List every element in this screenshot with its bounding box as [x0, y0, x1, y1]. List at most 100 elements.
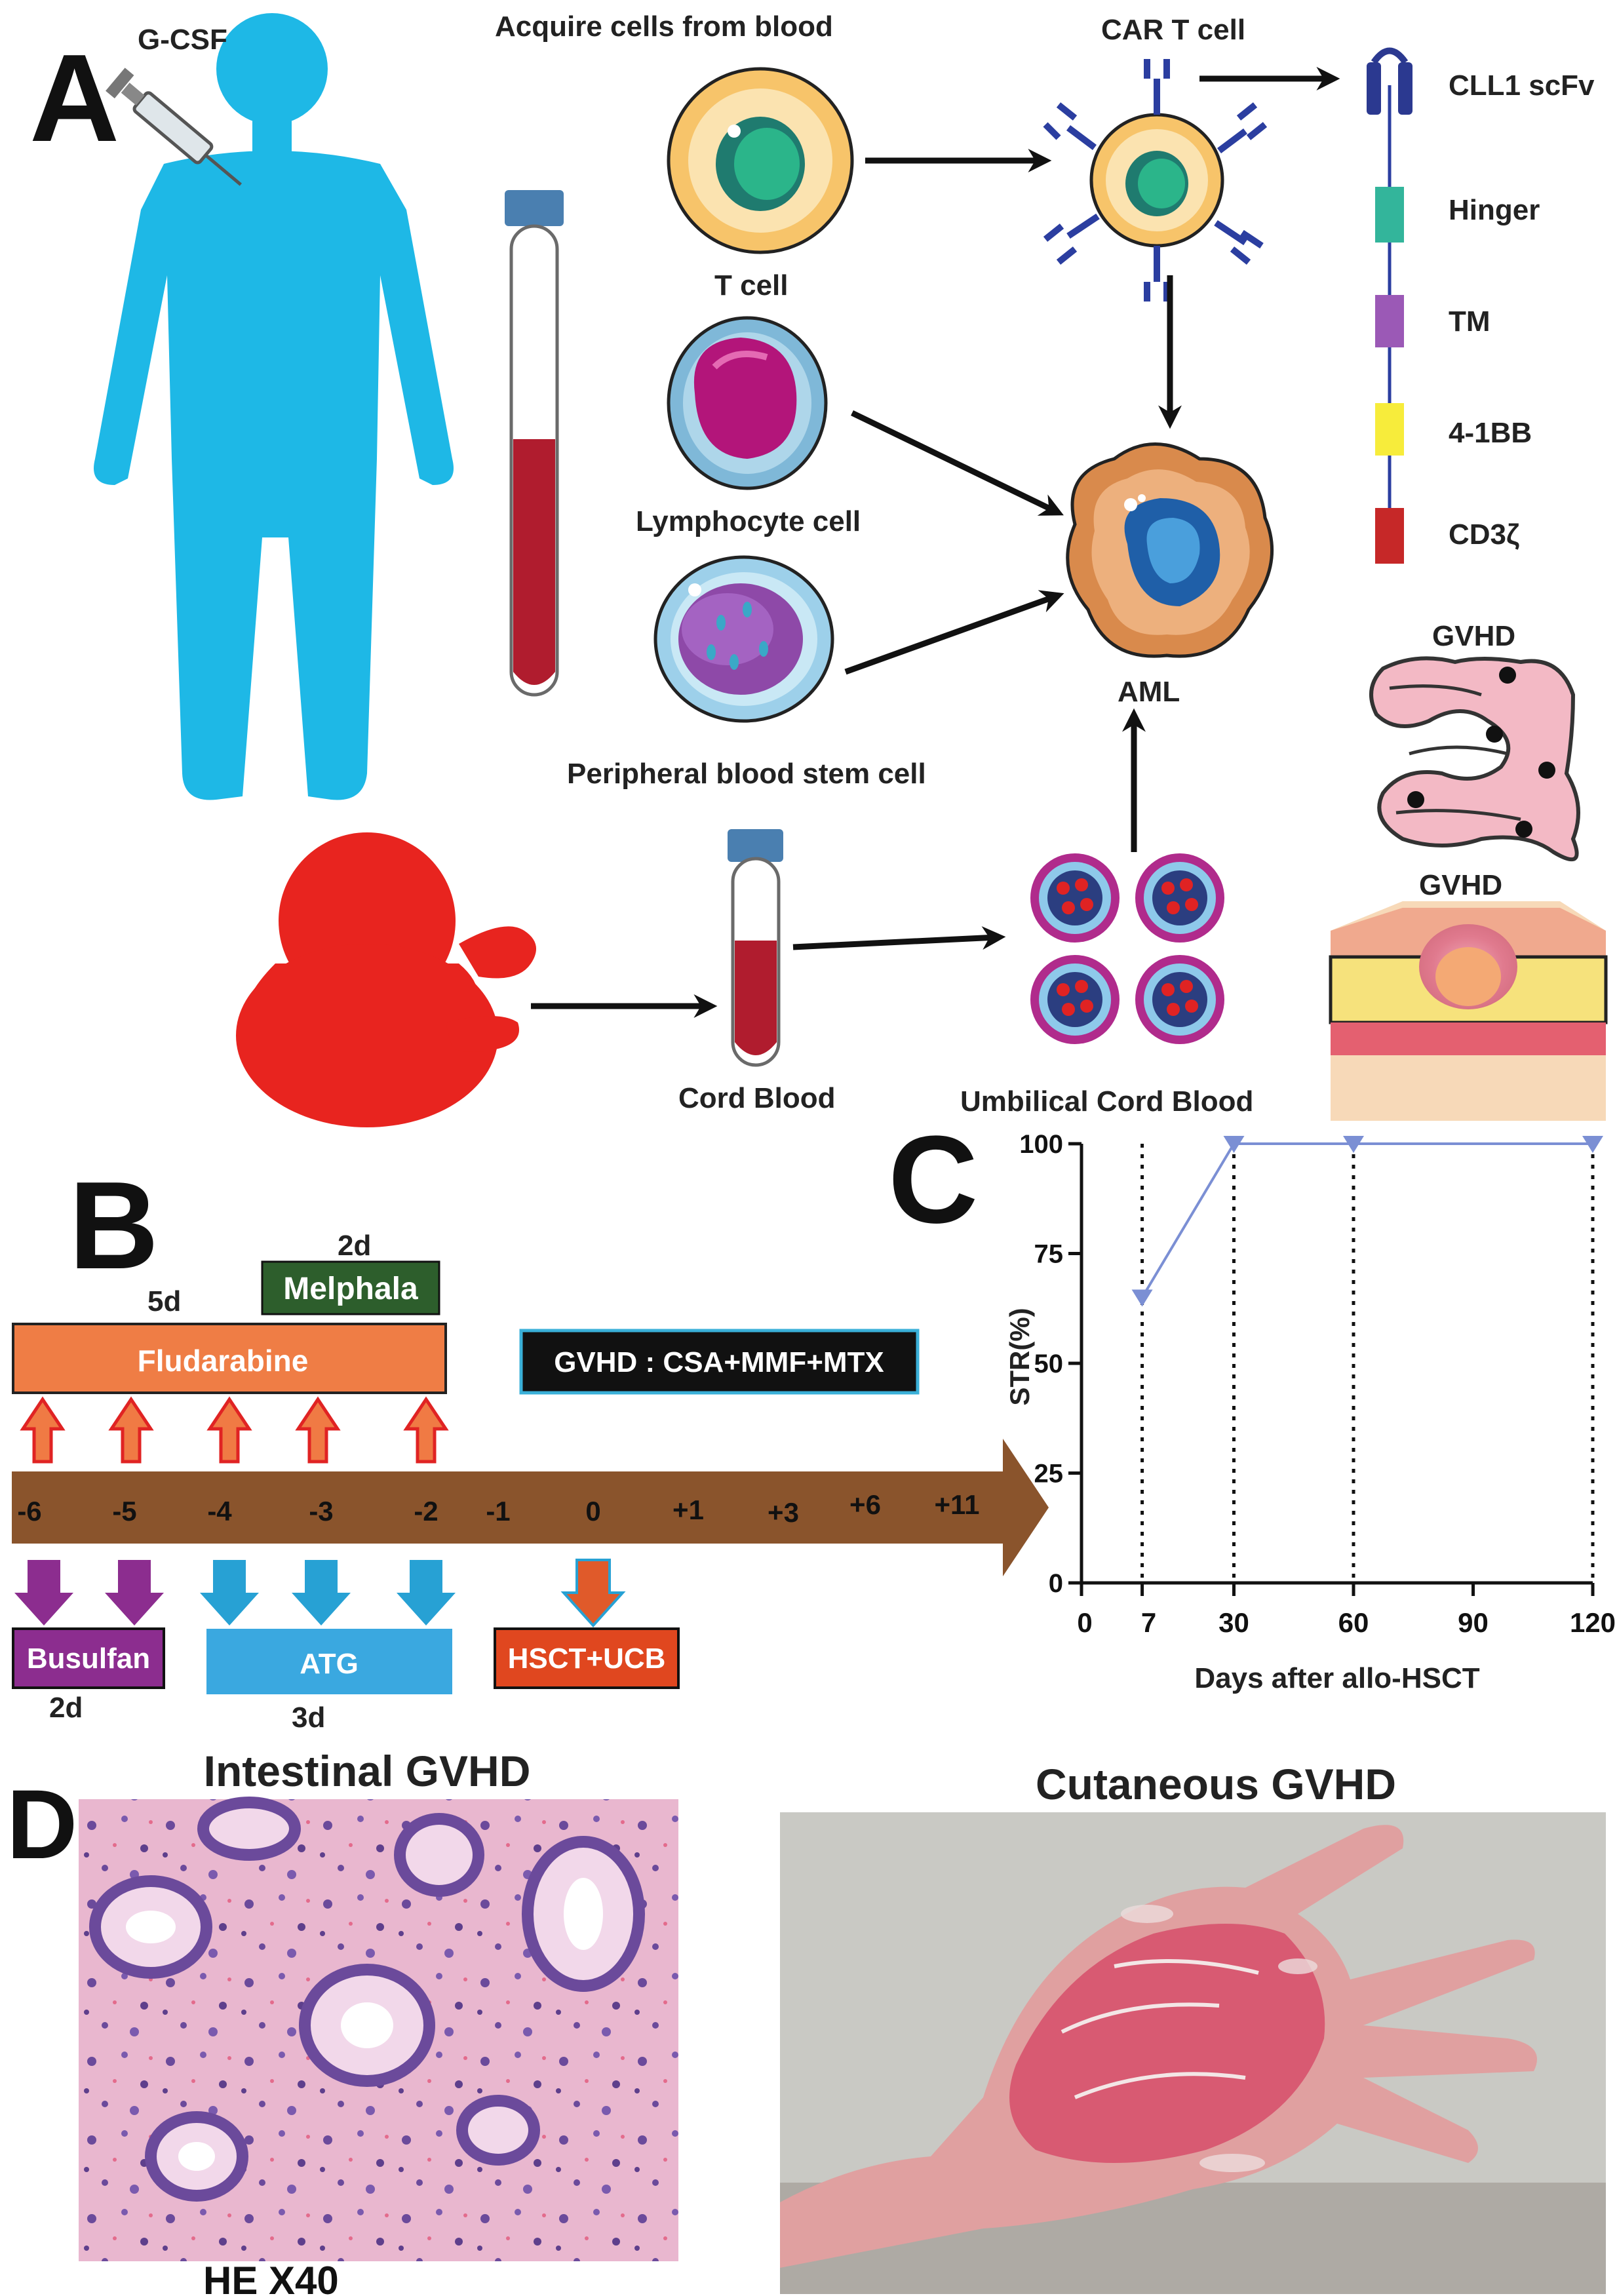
gvhd-regimen-box	[519, 1329, 920, 1395]
car-t-cell-icon	[1043, 59, 1268, 302]
timeline-day: -2	[414, 1496, 438, 1527]
aml-label: AML	[1118, 676, 1180, 708]
chart-series	[1131, 1136, 1603, 1307]
ucb-label: Umbilical Cord Blood	[960, 1085, 1253, 1118]
chart-x-tick-label: 7	[1141, 1607, 1156, 1638]
gvhd-regimen-label: GVHD : CSA+MMF+MTX	[554, 1346, 884, 1378]
chart-data-point	[1131, 1289, 1153, 1307]
skin-layers-icon	[1329, 901, 1608, 1121]
timeline-day: -5	[112, 1496, 136, 1527]
hsct-box	[494, 1627, 680, 1689]
panel-a-letter: A	[29, 29, 119, 168]
pbsc-icon	[653, 555, 834, 723]
chart-y-ticks: 0 25 50 75 100	[1019, 1130, 1081, 1598]
chart-x-tick-label: 90	[1458, 1607, 1489, 1638]
fludarabine-box	[12, 1323, 447, 1394]
intestinal-gvhd-title: Intestinal GVHD	[204, 1747, 531, 1795]
arrow-pbsc-to-aml	[844, 590, 1064, 675]
lymphocyte-label: Lymphocyte cell	[636, 505, 861, 537]
gvhd-skin-label: GVHD	[1419, 869, 1502, 901]
car-t-cell-label: CAR T cell	[1101, 14, 1245, 46]
busulfan-days: 2d	[49, 1692, 83, 1724]
timeline-arrow	[12, 1439, 1049, 1576]
chart-y-tick-label: 100	[1019, 1130, 1063, 1159]
fludarabine-days: 5d	[147, 1285, 181, 1317]
t-cell-icon	[667, 67, 854, 254]
arrow-lymph-to-aml	[851, 410, 1064, 516]
construct-label-tm: TM	[1449, 305, 1490, 338]
pbsc-label: Peripheral blood stem cell	[567, 758, 926, 790]
timeline-day: +1	[672, 1494, 704, 1525]
blood-tube-icon	[505, 190, 564, 697]
chart-x-ticks: 0 7 30 60 90 120	[1077, 1583, 1616, 1638]
atg-label: ATG	[300, 1648, 359, 1680]
intestine-icon	[1369, 656, 1580, 862]
busulfan-label: Busulfan	[27, 1643, 150, 1675]
gvhd-gut-label: GVHD	[1432, 620, 1515, 652]
chart-x-tick-label: 0	[1077, 1607, 1092, 1638]
syringe-icon	[106, 68, 242, 186]
chart-reference-lines	[1140, 1144, 1595, 1583]
chart-series-line	[1140, 1142, 1593, 1298]
construct-label-scfv: CLL1 scFv	[1449, 69, 1595, 102]
chart-x-tick-label: 120	[1570, 1607, 1616, 1638]
ucb-cells-icon	[1030, 853, 1224, 1044]
chart-y-tick-label: 75	[1034, 1240, 1064, 1269]
panel-d-letter: D	[7, 1769, 77, 1879]
fludarabine-label: Fludarabine	[138, 1344, 309, 1378]
atg-box	[206, 1629, 452, 1694]
chart-x-tick-label: 60	[1338, 1607, 1369, 1638]
timeline-day: +3	[768, 1497, 799, 1528]
cutaneous-hand-image	[780, 1812, 1606, 2294]
cord-blood-tube-icon	[728, 829, 783, 1067]
construct-segment-cd3z	[1375, 508, 1404, 564]
atg-dose-arrows	[200, 1560, 456, 1625]
panel-c-letter: C	[888, 1110, 978, 1249]
chart-data-point	[1223, 1136, 1245, 1153]
melphalan-box	[261, 1260, 440, 1315]
timeline-day: -4	[207, 1496, 232, 1527]
chart-x-tick-label: 30	[1218, 1607, 1249, 1638]
panel-b-letter: B	[69, 1156, 159, 1295]
aml-cell-icon	[1066, 442, 1274, 658]
intestinal-histology-image	[79, 1797, 678, 2261]
timeline-day: -6	[17, 1496, 41, 1527]
timeline-day: -3	[309, 1496, 333, 1527]
construct-segment-hinge	[1375, 187, 1404, 243]
hsct-dose-arrow	[560, 1559, 626, 1627]
construct-label-41bb: 4-1BB	[1449, 417, 1532, 449]
busulfan-dose-arrows	[14, 1560, 164, 1625]
timeline-day: -1	[486, 1496, 510, 1527]
busulfan-box	[12, 1627, 165, 1689]
fludarabine-dose-arrows	[20, 1396, 449, 1464]
timeline-day: 0	[585, 1496, 600, 1527]
gcsf-label: G-CSF	[138, 24, 227, 56]
chart-data-point	[1343, 1136, 1364, 1153]
car-construct-diagram	[1367, 47, 1412, 564]
chart-y-label: STR(%)	[1004, 1308, 1035, 1405]
atg-days: 3d	[292, 1702, 325, 1734]
cutaneous-gvhd-title: Cutaneous GVHD	[1036, 1760, 1396, 1808]
arrow-cordblood-to-ucb	[792, 926, 1006, 950]
he-magnification-label: HE X40	[203, 2259, 339, 2296]
timeline-day: +11	[935, 1489, 980, 1520]
hsct-label: HSCT+UCB	[508, 1643, 666, 1675]
human-silhouette-icon	[94, 13, 454, 800]
lymphocyte-icon	[667, 316, 828, 490]
construct-segment-41bb	[1375, 403, 1404, 456]
fetus-icon	[236, 832, 536, 1127]
chart-data-point	[1582, 1136, 1603, 1153]
chart-y-tick-label: 25	[1034, 1460, 1064, 1489]
melphalan-label: Melphala	[283, 1272, 418, 1306]
timeline-day-labels: -6 -5 -4 -3 -2 -1 0 +1 +3 +6 +11	[17, 1489, 979, 1528]
melphalan-days: 2d	[338, 1230, 371, 1262]
chart-y-tick-label: 0	[1049, 1569, 1063, 1598]
construct-segment-scfv	[1367, 62, 1381, 115]
cord-blood-label: Cord Blood	[678, 1082, 836, 1114]
t-cell-label: T cell	[714, 269, 789, 302]
acquire-cells-title: Acquire cells from blood	[495, 10, 833, 43]
construct-label-cd3z: CD3ζ	[1449, 518, 1519, 551]
chart-y-tick-label: 50	[1034, 1350, 1064, 1378]
